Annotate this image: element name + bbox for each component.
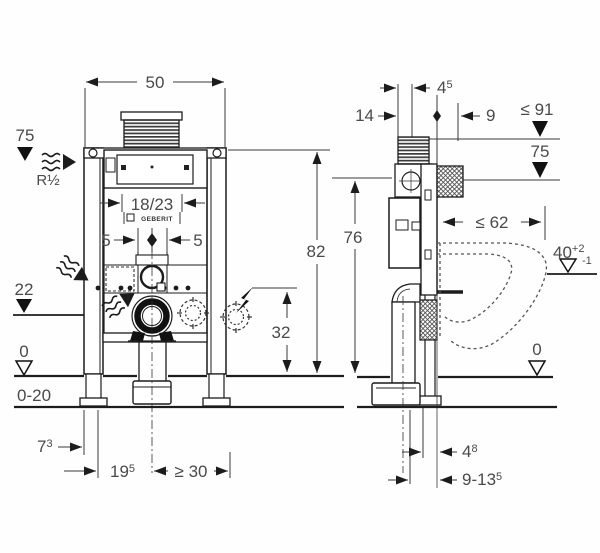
cistern-side xyxy=(388,197,421,269)
frame-height-label: 82 xyxy=(307,242,326,261)
connection-height-label: 32 xyxy=(272,323,291,342)
outlet-pipe-side xyxy=(391,301,416,384)
brand-logo: GEBERIT xyxy=(123,212,181,224)
bowl-depth-label: ≤ 62 xyxy=(476,213,509,232)
floor-level-side-label: 0 xyxy=(532,340,541,359)
level-triangle-open-icon xyxy=(558,258,578,274)
level-triangle-open-icon xyxy=(527,360,547,377)
mains-connection xyxy=(220,301,252,333)
brand-logo-text: GEBERIT xyxy=(141,216,173,223)
actuator-plate-zone xyxy=(436,165,464,198)
dim-point-marker xyxy=(433,110,441,122)
foot-plate-left xyxy=(79,397,108,407)
outlet-sleeve xyxy=(419,299,438,341)
center-marker xyxy=(147,233,157,247)
frame-structure xyxy=(79,111,231,407)
dim-top-side: 45 14 9 xyxy=(355,78,495,166)
cistern-top-level: 75 xyxy=(462,142,560,181)
plate-offset-label: 9 xyxy=(486,106,495,125)
corner-screw-left xyxy=(88,148,98,158)
level-triangle-icon xyxy=(532,162,548,178)
level-triangle-icon xyxy=(17,147,33,161)
flush-mechanism xyxy=(95,250,253,473)
duct-depth-label: 45 xyxy=(437,78,453,97)
cistern-top-label: 75 xyxy=(531,142,550,161)
actuator-duct xyxy=(123,119,180,149)
level-triangle-icon xyxy=(532,121,548,137)
side-rail xyxy=(420,163,438,296)
dim-frame-top-height: 76 xyxy=(332,177,392,373)
max-install-level: ≤ 91 xyxy=(429,100,560,140)
optional-box-outline xyxy=(105,266,135,292)
frame-rail-right xyxy=(206,147,227,375)
dim-bottom-side: 48 9-135 xyxy=(388,408,502,489)
floor-buildup-label: 0-20 xyxy=(17,386,51,405)
dim-frame-height: 82 xyxy=(228,149,330,373)
seat-height-level: 40+2-1 xyxy=(547,243,597,275)
level-triangle-open-icon xyxy=(14,360,34,377)
leg-offset-label: 73 xyxy=(37,437,53,456)
wc-bowl-outline xyxy=(437,242,548,350)
dim-actuator-cutout: 18/23 xyxy=(100,194,205,214)
frame-top-height-label: 76 xyxy=(344,228,363,247)
foot-plate-right xyxy=(202,397,231,407)
outlet-range-label: 9-135 xyxy=(462,470,502,489)
supply-level: 75 R½ xyxy=(16,126,61,189)
dim-fixing-offsets: 5 5 xyxy=(101,228,203,252)
dim-cutout-label: 18/23 xyxy=(131,195,174,214)
zero-level-side: 0 xyxy=(527,340,547,377)
outlet-height-label: 22 xyxy=(15,280,34,299)
dim-offset-right-label: 5 xyxy=(193,231,202,250)
lightning-icon xyxy=(236,287,253,313)
frame-depth-label: 14 xyxy=(355,106,374,125)
dim-bowl-depth: ≤ 62 xyxy=(443,206,546,240)
supply-thread-label: R½ xyxy=(36,172,60,189)
outlet-pipe xyxy=(138,341,167,383)
drain-box-side xyxy=(371,382,421,406)
dim-frame-width: 50 xyxy=(84,73,226,147)
floor-lines-front xyxy=(14,374,344,409)
floor-level-label: 0 xyxy=(19,342,28,361)
max-height-label: ≤ 91 xyxy=(521,100,554,119)
corner-screw-right xyxy=(212,148,222,158)
connection-dots xyxy=(95,285,191,291)
dim-offset-left-label: 5 xyxy=(101,231,110,250)
leg-left xyxy=(85,373,102,401)
water-flow-icon xyxy=(41,152,77,172)
level-triangle-icon xyxy=(16,299,32,313)
duct-hatched xyxy=(397,136,430,165)
dim-connection-height: 32 xyxy=(252,287,297,372)
side-frame-structure xyxy=(371,136,464,488)
zero-level-front: 0 xyxy=(14,342,34,377)
seat-height-label: 40+2-1 xyxy=(553,243,592,267)
floor-lines-side xyxy=(357,375,557,409)
side-foot-plate xyxy=(418,395,442,406)
dim-width-label: 50 xyxy=(146,73,165,92)
water-supply-connection xyxy=(177,297,209,329)
outlet-offset-label: 48 xyxy=(462,442,478,461)
front-offset-label: 195 xyxy=(110,462,135,481)
side-clearance-label: ≥ 30 xyxy=(175,462,208,481)
front-view: 50 xyxy=(13,73,344,481)
dim-bottom-front: 73 195 ≥ 30 xyxy=(37,410,231,481)
supply-height-label: 75 xyxy=(16,126,35,145)
side-view: 45 14 9 ≤ 91 75 xyxy=(332,78,597,489)
leg-right xyxy=(208,373,225,401)
outlet-level: 22 xyxy=(13,280,84,316)
